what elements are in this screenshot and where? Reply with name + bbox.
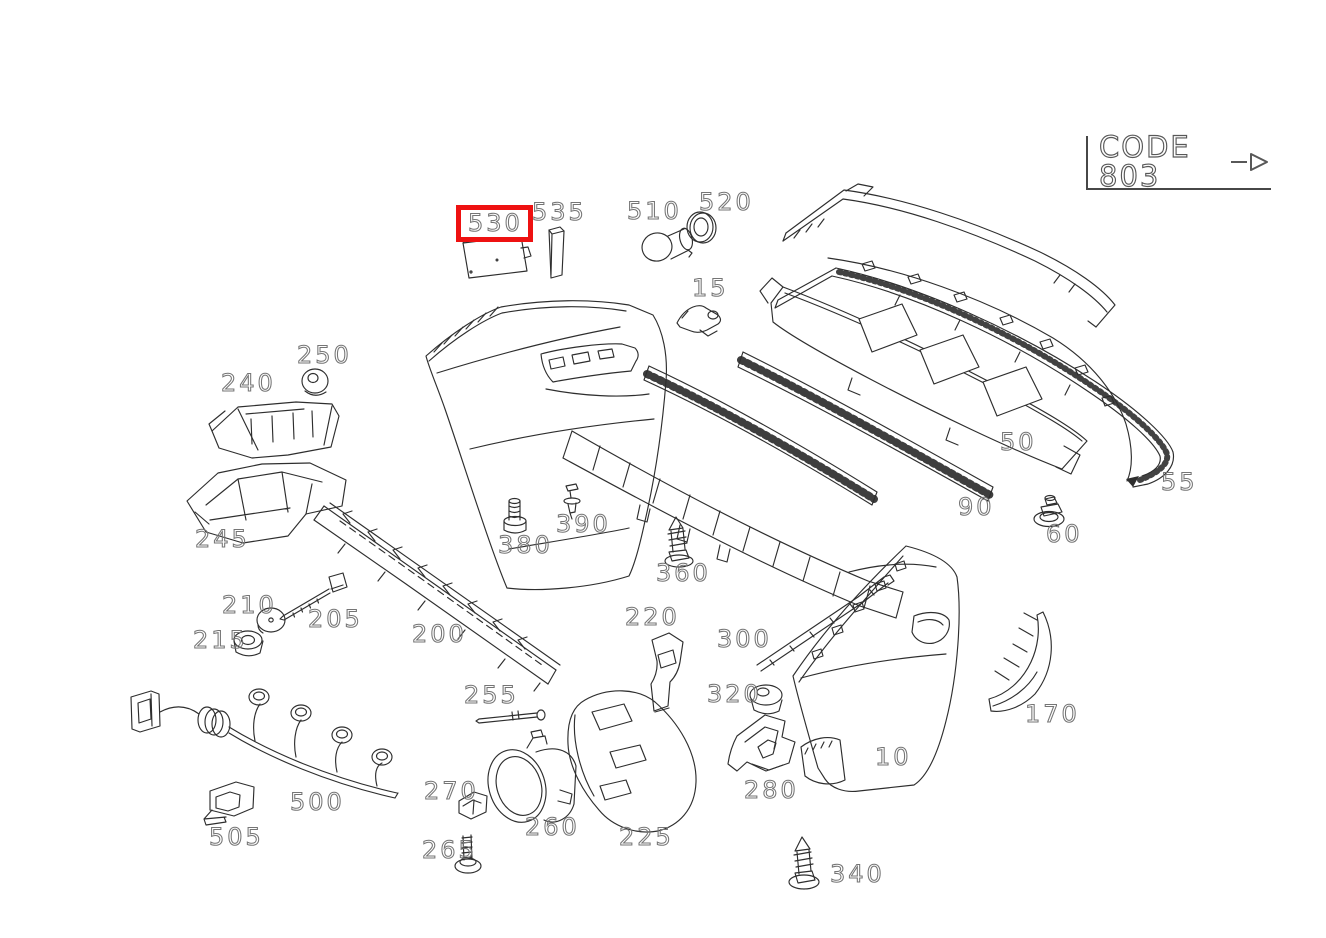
- part-label-265[interactable]: 265: [421, 836, 477, 864]
- part-label-50[interactable]: 50: [999, 428, 1037, 456]
- part-label-380[interactable]: 380: [497, 531, 553, 559]
- part-label-535[interactable]: 535: [531, 198, 587, 226]
- part-drawing-340-screw: [788, 836, 820, 890]
- part-drawing-520-sensor-ring: [686, 211, 717, 244]
- code-callout: CODE 803: [1086, 130, 1271, 193]
- part-drawing-505-harness-bracket: [203, 781, 255, 826]
- part-drawing-10-bumper-cover: [425, 300, 960, 793]
- part-label-390[interactable]: 390: [555, 510, 611, 538]
- part-label-210[interactable]: 210: [221, 591, 277, 619]
- part-drawing-320-grommet: [749, 684, 783, 715]
- part-drawing-535-trim-stick: [548, 226, 565, 279]
- part-label-260[interactable]: 260: [524, 813, 580, 841]
- part-drawing-300-trim-molding: [756, 574, 895, 672]
- part-drawing-60-plug-grommet: [1033, 494, 1065, 528]
- part-drawing-265-screw: [454, 834, 482, 874]
- part-label-505[interactable]: 505: [208, 823, 264, 851]
- part-label-510[interactable]: 510: [626, 197, 682, 225]
- upper-trim-strip-drawing: [782, 183, 1116, 328]
- part-drawing-500-wiring-harness: [130, 688, 399, 799]
- part-drawing-170-corner-trim: [988, 611, 1052, 712]
- part-drawing-205-bolt: [279, 572, 348, 621]
- part-drawing-280-corner-bracket: [727, 714, 796, 772]
- part-label-225[interactable]: 225: [618, 823, 674, 851]
- code-text: CODE 803: [1098, 130, 1191, 193]
- part-drawing-220-bracket: [650, 632, 684, 713]
- seal-strip-drawing: [827, 257, 1132, 482]
- part-label-245[interactable]: 245: [194, 525, 250, 553]
- part-label-255[interactable]: 255: [463, 681, 519, 709]
- part-drawing-250-grommet: [301, 368, 329, 396]
- code-arrow-icon: [1231, 153, 1268, 171]
- part-label-90[interactable]: 90: [957, 493, 995, 521]
- part-label-520[interactable]: 520: [698, 188, 754, 216]
- part-drawing-245-support-tray: [186, 462, 347, 544]
- part-drawing-270-clip-bracket: [458, 791, 488, 820]
- part-label-300[interactable]: 300: [716, 625, 772, 653]
- part-label-170[interactable]: 170: [1024, 700, 1080, 728]
- part-label-200[interactable]: 200: [411, 620, 467, 648]
- part-drawing-260-exhaust-bezel: [487, 729, 577, 823]
- part-drawing-380-shoulder-bolt: [503, 497, 527, 534]
- part-label-340[interactable]: 340: [829, 860, 885, 888]
- part-drawing-90-impact-absorber: [643, 351, 994, 506]
- part-drawing-255-pin: [475, 709, 546, 724]
- part-drawing-240-support-bracket: [208, 401, 340, 459]
- part-drawing-215-nut: [233, 630, 264, 657]
- part-drawing-510-parking-sensor: [641, 227, 694, 262]
- part-drawing-200-mounting-rail: [313, 502, 561, 692]
- part-label-530[interactable]: 530: [456, 205, 533, 242]
- part-label-500[interactable]: 500: [289, 788, 345, 816]
- part-drawing-390-expansion-clip: [563, 483, 581, 520]
- part-drawing-50-diffuser-panel: [759, 277, 1088, 475]
- part-label-320[interactable]: 320: [706, 680, 762, 708]
- part-label-60[interactable]: 60: [1045, 520, 1083, 548]
- part-label-55[interactable]: 55: [1160, 468, 1198, 496]
- part-drawing-55-lower-trim-strip: [774, 267, 1175, 488]
- part-label-220[interactable]: 220: [624, 603, 680, 631]
- part-label-205[interactable]: 205: [307, 605, 363, 633]
- part-label-240[interactable]: 240: [220, 369, 276, 397]
- part-label-360[interactable]: 360: [655, 559, 711, 587]
- part-label-270[interactable]: 270: [423, 777, 479, 805]
- part-label-215[interactable]: 215: [192, 626, 248, 654]
- part-label-280[interactable]: 280: [743, 776, 799, 804]
- part-label-15[interactable]: 15: [691, 274, 729, 302]
- part-label-10[interactable]: 10: [874, 743, 912, 771]
- part-drawing-15-cable-clip: [676, 305, 722, 337]
- part-drawing-225-side-mount-panel: [567, 690, 697, 833]
- part-label-250[interactable]: 250: [296, 341, 352, 369]
